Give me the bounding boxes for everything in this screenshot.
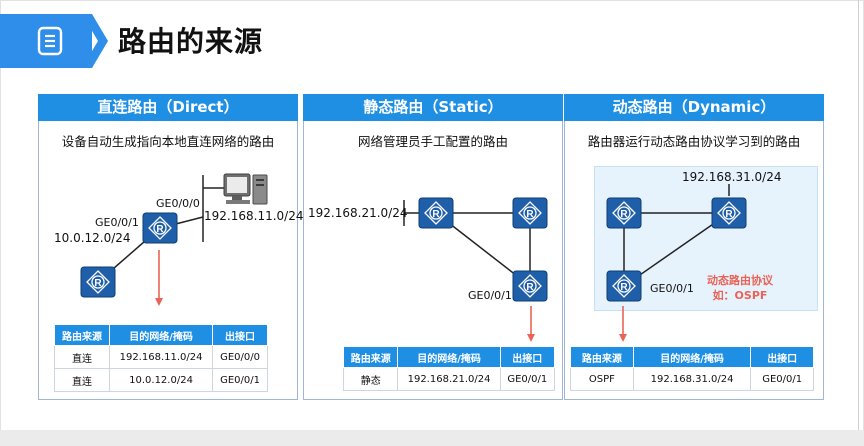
table-row: 直连 10.0.12.0/24 GE0/0/1	[54, 368, 268, 392]
router-icon: R	[606, 270, 642, 302]
table-cell: GE0/0/1	[499, 367, 556, 391]
table-header: 目的网络/掩码	[397, 346, 501, 368]
table-cell: 192.168.21.0/24	[397, 367, 501, 391]
scroll-edge	[858, 0, 859, 446]
protocol-label-line1: 动态路由协议	[707, 274, 773, 287]
router-icon: R	[80, 266, 116, 298]
panel-direct-subtitle: 设备自动生成指向本地直连网络的路由	[61, 134, 275, 149]
table-header: 目的网络/掩码	[632, 346, 752, 368]
table-cell: 192.168.31.0/24	[632, 367, 752, 391]
table-cell: 直连	[54, 345, 110, 369]
table-cell: OSPF	[570, 367, 634, 391]
svg-text:R: R	[620, 282, 628, 293]
protocol-label: 动态路由协议 如：OSPF	[696, 273, 784, 303]
table-cell: GE0/0/1	[750, 367, 814, 391]
table-header-row: 路由来源 目的网络/掩码 出接口	[342, 346, 556, 368]
table-header: 出接口	[750, 346, 814, 368]
panel-dynamic-heading: 动态路由（Dynamic）	[564, 94, 824, 121]
panel-direct-heading: 直连路由（Direct）	[38, 94, 298, 121]
port-label-ge001-static: GE0/0/1	[468, 289, 512, 302]
routing-table-direct: 路由来源 目的网络/掩码 出接口 直连 192.168.11.0/24 GE0/…	[54, 324, 268, 392]
pc-icon	[223, 173, 268, 205]
svg-text:R: R	[725, 209, 733, 220]
table-cell: 静态	[342, 367, 399, 391]
link-ospf-diag	[623, 212, 730, 287]
table-header-row: 路由来源 目的网络/掩码 出接口	[54, 324, 268, 346]
table-header: 路由来源	[54, 324, 110, 346]
table-header: 出接口	[212, 324, 268, 346]
table-row: OSPF 192.168.31.0/24 GE0/0/1	[570, 367, 814, 391]
document-list-icon	[37, 26, 63, 56]
port-label-ge000: GE0/0/0	[156, 197, 200, 210]
table-cell: 10.0.12.0/24	[108, 368, 214, 392]
table-cell: GE0/0/1	[212, 368, 268, 392]
table-header-row: 路由来源 目的网络/掩码 出接口	[570, 346, 814, 368]
router-icon: R	[142, 212, 178, 244]
router-icon: R	[418, 197, 454, 229]
router-icon: R	[606, 197, 642, 229]
page-title: 路由的来源	[118, 25, 264, 58]
table-header: 出接口	[499, 346, 556, 368]
table-header: 目的网络/掩码	[108, 324, 214, 346]
panel-dynamic-subtitle: 路由器运行动态路由协议学习到的路由	[587, 134, 801, 149]
network-label-10-0-12: 10.0.12.0/24	[54, 231, 131, 245]
table-row: 静态 192.168.21.0/24 GE0/0/1	[342, 367, 556, 391]
svg-text:R: R	[526, 209, 534, 220]
port-label-ge001-dynamic: GE0/0/1	[650, 282, 694, 295]
header-chevron	[82, 14, 108, 68]
table-header: 路由来源	[570, 346, 634, 368]
svg-text:R: R	[156, 224, 164, 235]
panel-static-subtitle: 网络管理员手工配置的路由	[357, 134, 508, 149]
protocol-label-line2: 如：OSPF	[712, 289, 768, 302]
down-arrow-head	[619, 334, 627, 342]
bottom-strip	[0, 430, 864, 446]
table-row: 直连 192.168.11.0/24 GE0/0/0	[54, 345, 268, 369]
routing-table-static: 路由来源 目的网络/掩码 出接口 静态 192.168.21.0/24 GE0/…	[342, 346, 556, 391]
table-cell: 192.168.11.0/24	[108, 345, 214, 369]
svg-text:R: R	[620, 209, 628, 220]
router-icon: R	[711, 197, 747, 229]
svg-text:R: R	[94, 278, 102, 289]
svg-text:R: R	[526, 282, 534, 293]
network-label-192-168-21: 192.168.21.0/24	[308, 206, 408, 220]
down-arrow-head	[155, 298, 163, 306]
table-cell: GE0/0/0	[212, 345, 268, 369]
table-header: 路由来源	[342, 346, 399, 368]
panel-static-heading: 静态路由（Static）	[303, 94, 563, 121]
router-icon: R	[512, 270, 548, 302]
table-cell: 直连	[54, 368, 110, 392]
network-label-192-168-31: 192.168.31.0/24	[682, 170, 782, 184]
routing-table-dynamic: 路由来源 目的网络/掩码 出接口 OSPF 192.168.31.0/24 GE…	[570, 346, 814, 391]
port-label-ge001: GE0/0/1	[95, 216, 139, 229]
down-arrow-head	[527, 334, 535, 342]
network-label-192-168-11: 192.168.11.0/24	[204, 209, 304, 223]
router-icon: R	[512, 197, 548, 229]
svg-text:R: R	[432, 209, 440, 220]
